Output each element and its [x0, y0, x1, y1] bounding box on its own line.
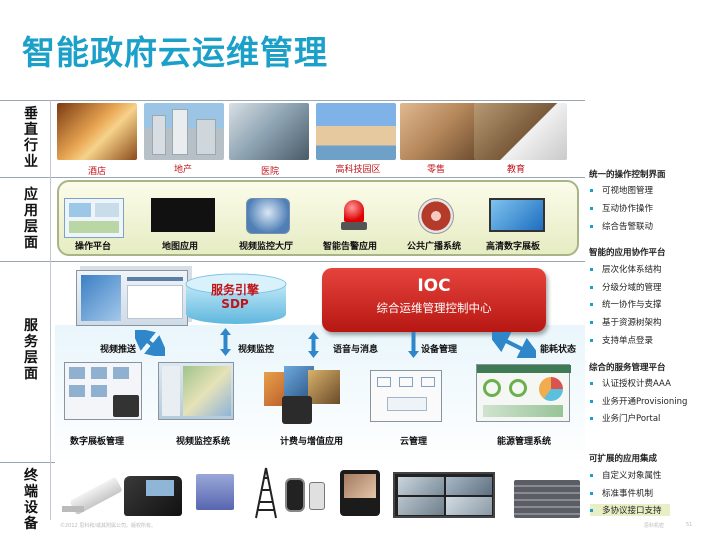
bullet-item: 业务开通Provisioning	[590, 395, 687, 407]
cloud-management-screenshot	[370, 370, 442, 422]
video-phone-icon	[340, 470, 380, 516]
digital-board-screenshot	[64, 362, 142, 420]
flow-label: 视频推送	[100, 345, 137, 355]
app-label: 高清数字展板	[486, 242, 541, 252]
ioc-box: IOC 综合运维管理控制中心	[322, 268, 546, 332]
system-label: 能源管理系统	[497, 437, 552, 447]
bullet-item: 认证授权计费AAA	[590, 377, 671, 389]
sdp-title: 服务引擎	[210, 283, 259, 297]
footer-confidential: 思科机密	[644, 523, 665, 529]
video-monitor-icon	[246, 198, 290, 234]
system-label: 云管理	[400, 437, 428, 447]
sdp-cylinder	[185, 273, 287, 324]
system-label: 计费与增值应用	[280, 437, 344, 447]
alarm-light-icon	[341, 198, 367, 232]
real-estate-photo	[144, 103, 224, 160]
application-panel	[57, 180, 579, 256]
system-label: 视频监控系统	[176, 437, 231, 447]
bullet-item: 业务门户Portal	[590, 412, 660, 424]
bullet-item: 基于资源树架构	[590, 316, 662, 328]
antenna-tower-icon	[255, 467, 277, 519]
arrow-voice	[308, 332, 319, 358]
arrow-video-push	[135, 330, 165, 356]
digital-display-icon	[489, 198, 545, 232]
bullet-item: 统一协作与支撑	[590, 298, 662, 310]
tech-park-photo	[316, 103, 396, 160]
vertical-label: 零售	[426, 165, 445, 175]
layer-divider	[50, 100, 51, 520]
energy-management-screenshot	[476, 364, 571, 422]
section-title-operation-ui: 统一的操作控制界面	[589, 170, 666, 180]
layer-label-terminal: 终端设备	[24, 468, 38, 532]
section-title-integration: 可扩展的应用集成	[589, 454, 658, 464]
vertical-label: 教育	[506, 165, 525, 175]
app-label: 地图应用	[162, 242, 199, 252]
floor-plan-icon	[64, 198, 124, 238]
bullet-item: 层次化体系结构	[590, 263, 662, 275]
video-surveillance-screenshot	[158, 362, 234, 420]
bullet-item: 综合告警联动	[590, 220, 653, 232]
flow-label: 设备管理	[421, 345, 458, 355]
smartphone-icon	[285, 478, 305, 512]
vertical-label: 地产	[173, 165, 192, 175]
flow-label: 语音与消息	[333, 345, 379, 355]
bullet-item: 多协议接口支持	[590, 504, 670, 516]
hotel-photo	[57, 103, 137, 160]
ip-phone-icon	[124, 476, 182, 516]
arrow-device	[408, 332, 419, 358]
bullet-item: 标准事件机制	[590, 487, 653, 499]
bullet-item: 可视地图管理	[590, 184, 653, 196]
app-label: 智能告警应用	[323, 242, 378, 252]
portal-screenshot	[76, 270, 188, 326]
ioc-title: IOC	[417, 276, 451, 296]
layer-label-service: 服务层面	[24, 318, 38, 382]
map-icon	[151, 198, 215, 232]
layer-label-application: 应用层面	[24, 187, 38, 251]
flow-label: 能耗状态	[540, 345, 577, 355]
section-title-service-platform: 综合的服务管理平台	[589, 363, 666, 373]
footer-page-number: 51	[686, 522, 693, 528]
bullet-item: 分级分域的管理	[590, 281, 662, 293]
video-wall-icon	[393, 472, 495, 518]
bullet-item: 自定义对象属性	[590, 469, 662, 481]
system-label: 数字展板管理	[70, 437, 125, 447]
billing-terminal-image	[264, 366, 348, 428]
education-photo	[474, 103, 567, 160]
network-switch-icon	[196, 474, 234, 510]
speaker-icon	[418, 198, 454, 234]
hospital-photo	[229, 103, 309, 160]
sdp-subtitle: SDP	[221, 297, 249, 311]
bullet-item: 支持单点登录	[590, 334, 653, 346]
footer-copyright: ©2012 思科和/或其附属公司。版权所有。	[60, 523, 157, 529]
section-title-app-platform: 智能的应用协作平台	[589, 248, 666, 258]
band-line-top	[0, 100, 585, 101]
retail-photo	[400, 103, 480, 160]
mobile-phone-icon	[309, 482, 325, 510]
ioc-subtitle: 综合运维管理控制中心	[376, 301, 492, 315]
flow-label: 视频监控	[238, 345, 275, 355]
vertical-label: 高科技园区	[335, 165, 381, 175]
sdp-label: 服务引擎 SDP	[190, 283, 280, 311]
app-label: 操作平台	[75, 242, 112, 252]
band-line-application	[0, 261, 585, 262]
layer-label-vertical: 垂直行业	[24, 106, 38, 170]
band-line-vertical	[0, 177, 585, 178]
app-label: 视频监控大厅	[239, 242, 294, 252]
arrow-energy	[492, 332, 536, 358]
arrow-video-monitor	[220, 328, 231, 356]
vertical-label: 酒店	[87, 167, 106, 177]
page-title: 智能政府云运维管理	[22, 33, 328, 72]
app-label: 公共广播系统	[407, 242, 462, 252]
server-rack-icon	[514, 480, 580, 518]
vertical-label: 医院	[260, 167, 279, 177]
ip-camera-icon	[62, 470, 124, 518]
bullet-item: 互动协作操作	[590, 202, 653, 214]
